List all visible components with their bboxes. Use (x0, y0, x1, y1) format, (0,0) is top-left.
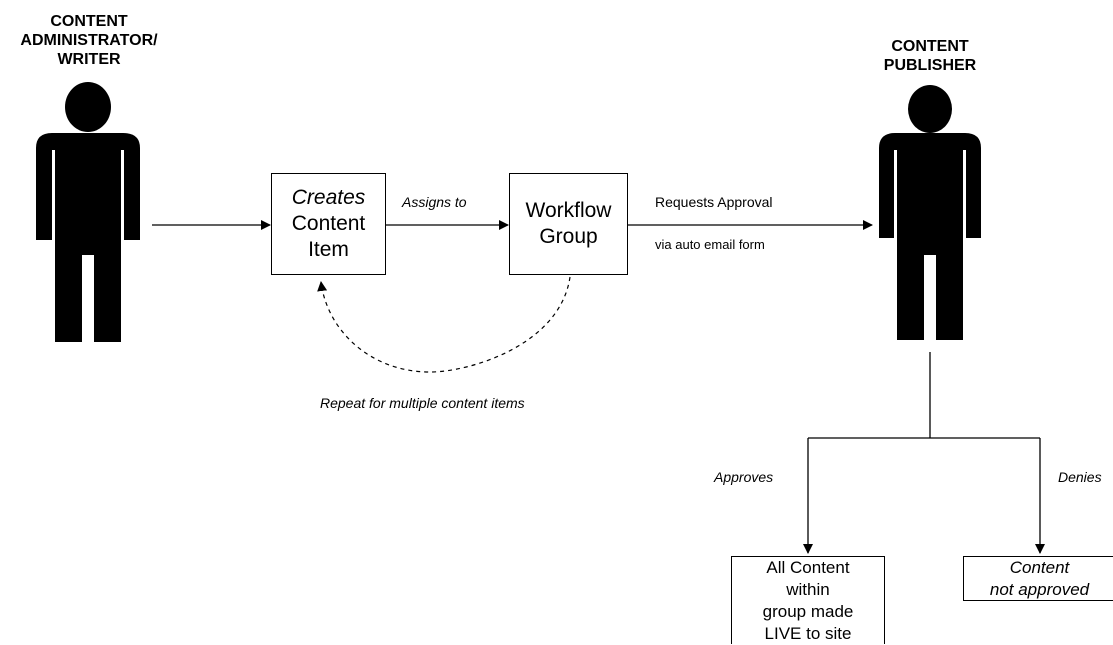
workflow-group-box: Workflow Group (509, 173, 628, 275)
create-box-verb: Creates (291, 186, 366, 209)
create-content-item-box: Creates Content Item (271, 173, 386, 275)
writer-actor-label: CONTENT ADMINISTRATOR/ WRITER (20, 13, 158, 68)
approved-result-box: All Content within group made LIVE to si… (731, 556, 885, 644)
requests-approval-label: Requests Approval (655, 194, 773, 210)
approves-label: Approves (714, 469, 774, 485)
denied-result-box: Content not approved (963, 556, 1113, 601)
create-box-object: Content Item (291, 212, 366, 261)
repeat-loop-arrow (317, 276, 571, 373)
publisher-actor-label: CONTENT PUBLISHER (883, 38, 977, 74)
assigns-to-label: Assigns to (402, 194, 467, 210)
publisher-person-icon (879, 85, 981, 340)
denies-label: Denies (1058, 469, 1102, 485)
auto-email-form-label: via auto email form (655, 237, 765, 252)
writer-person-icon (36, 82, 140, 342)
repeat-label: Repeat for multiple content items (320, 395, 525, 411)
